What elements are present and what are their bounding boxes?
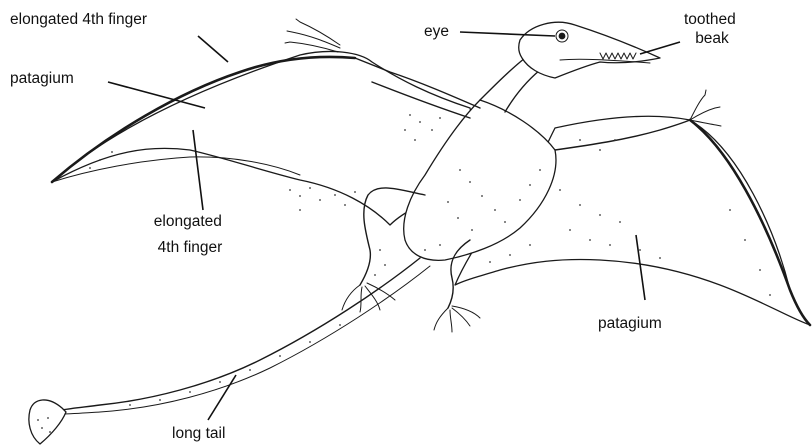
label-patagium-right: patagium [598,315,662,332]
label-patagium-left: patagium [10,70,74,87]
left-hand-claws [285,19,340,52]
eye-dot [559,33,566,40]
tail-lower-edge [62,266,430,414]
label-eye: eye [424,23,449,40]
label-toothed-beak-line1: toothed [684,11,736,28]
label-elongated-finger-mid-line2: 4th finger [158,239,223,256]
tail-vane [29,400,66,444]
label-long-tail: long tail [172,425,225,442]
pointer-toothed-beak [640,42,680,54]
pointer-patagium-left [108,82,205,108]
label-elongated-finger-top: elongated 4th finger [10,11,147,28]
right-hand-claws [690,90,721,126]
label-toothed-beak: toothed beak [684,11,740,47]
label-toothed-beak-line2: beak [695,30,729,47]
label-elongated-finger-mid-line1: elongated [154,213,222,230]
pointer-elongated-finger-top [198,36,228,62]
label-elongated-finger-mid: elongated 4th finger [154,213,226,256]
head [519,22,660,78]
pterosaur-illustration [29,19,810,444]
right-foot [434,306,480,332]
pointer-long-tail [208,375,236,420]
tail [62,258,420,410]
